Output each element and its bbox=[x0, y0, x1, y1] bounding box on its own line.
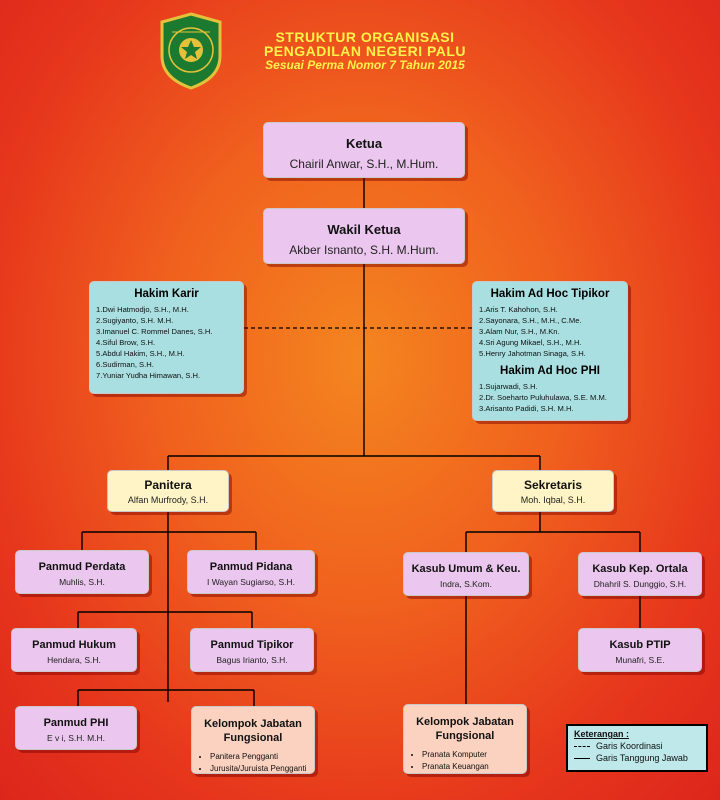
list-item: 2.Dr. Soeharto Puluhulawa, S.E. M.M. bbox=[479, 393, 607, 402]
title-block: STRUKTUR ORGANISASI PENGADILAN NEGERI PA… bbox=[235, 30, 495, 72]
list-item: 7.Yuniar Yudha Himawan, S.H. bbox=[96, 371, 201, 380]
title-line-1: STRUKTUR ORGANISASI bbox=[275, 29, 455, 45]
list-item: 5.Henry Jahotman Sinaga, S.H. bbox=[479, 349, 586, 358]
panmud-hukum-box: Panmud Hukum Hendara, S.H. bbox=[11, 628, 137, 672]
list-item: 3.Alam Nur, S.H., M.Kn. bbox=[479, 327, 560, 336]
hakim-tipikor-title: Hakim Ad Hoc Tipikor bbox=[490, 288, 610, 300]
fungsional-right-title: Kelompok Jabatan Fungsional bbox=[416, 716, 514, 742]
list-item: 3.Imanuel C. Rommel Danes, S.H. bbox=[96, 327, 213, 336]
hakim-adhoc-box: Hakim Ad Hoc Tipikor 1.Aris T. Kahohon, … bbox=[472, 281, 628, 421]
panmud-tipikor-name: Bagus Irianto, S.H. bbox=[216, 655, 288, 665]
legend-title: Keterangan : bbox=[574, 729, 630, 739]
wakil-ketua-title: Wakil Ketua bbox=[327, 222, 401, 237]
kasub-ptip-box: Kasub PTIP Munafri, S.E. bbox=[578, 628, 702, 672]
list-item: 4.Siful Brow, S.H. bbox=[96, 338, 156, 347]
list-item: 1.Sujarwadi, S.H. bbox=[479, 382, 538, 391]
panmud-pidana-name: I Wayan Sugiarso, S.H. bbox=[206, 577, 296, 587]
kasub-ptip-name: Munafri, S.E. bbox=[615, 655, 665, 665]
fungsional-right-box: Kelompok Jabatan Fungsional Pranata Komp… bbox=[403, 704, 527, 774]
list-item: 1.Dwi Hatmodjo, S.H., M.H. bbox=[96, 305, 189, 314]
panmud-phi-title: Panmud PHI bbox=[43, 717, 109, 729]
hakim-karir-box: Hakim Karir 1.Dwi Hatmodjo, S.H., M.H. 2… bbox=[89, 281, 244, 394]
panmud-phi-name: E v i, S.H. M.H. bbox=[46, 733, 106, 743]
panitera-name: Alfan Murfrody, S.H. bbox=[127, 495, 209, 505]
panitera-title: Panitera bbox=[144, 478, 192, 492]
list-item: 6.Sudirman, S.H. bbox=[96, 360, 154, 369]
fungsional-left-box: Kelompok Jabatan Fungsional Panitera Pen… bbox=[191, 706, 315, 774]
kasub-kep-box: Kasub Kep. Ortala Dhahril S. Dunggio, S.… bbox=[578, 552, 702, 596]
legend: Keterangan : Garis Koordinasi Garis Tang… bbox=[566, 724, 708, 772]
kasub-kep-name: Dhahril S. Dunggio, S.H. bbox=[593, 579, 687, 589]
list-item: Jurusita/Juruista Pengganti bbox=[210, 763, 314, 775]
ketua-title: Ketua bbox=[345, 136, 383, 151]
panmud-perdata-title: Panmud Perdata bbox=[38, 561, 126, 573]
kasub-kep-title: Kasub Kep. Ortala bbox=[592, 563, 688, 575]
legend-tanggung-jawab-label: Garis Tanggung Jawab bbox=[596, 753, 688, 763]
kasub-ptip-title: Kasub PTIP bbox=[609, 639, 671, 651]
ketua-name: Chairil Anwar, S.H., M.Hum. bbox=[289, 157, 439, 171]
solid-line-icon bbox=[574, 757, 590, 759]
wakil-ketua-box: Wakil Ketua Akber Isnanto, S.H. M.Hum. bbox=[263, 208, 465, 264]
list-item: 1.Aris T. Kahohon, S.H. bbox=[479, 305, 558, 314]
panmud-hukum-title: Panmud Hukum bbox=[32, 639, 116, 651]
title-line-2: PENGADILAN NEGERI PALU bbox=[263, 43, 467, 59]
panmud-tipikor-title: Panmud Tipikor bbox=[210, 639, 294, 651]
dashed-line-icon bbox=[574, 745, 590, 747]
wakil-ketua-name: Akber Isnanto, S.H. M.Hum. bbox=[289, 243, 439, 257]
legend-row-tanggung-jawab: Garis Tanggung Jawab bbox=[574, 753, 700, 763]
hakim-phi-title: Hakim Ad Hoc PHI bbox=[500, 365, 600, 377]
panitera-box: Panitera Alfan Murfrody, S.H. bbox=[107, 470, 229, 512]
list-item: 2.Sayonara, S.H., M.H., C.Me. bbox=[479, 316, 582, 325]
kasub-umum-name: Indra, S.Kom. bbox=[440, 579, 492, 589]
list-item: Pranata Komputer bbox=[422, 749, 526, 761]
title-line-3: Sesuai Perma Nomor 7 Tahun 2015 bbox=[265, 58, 465, 72]
list-item: Pranata Keuangan bbox=[422, 761, 526, 773]
list-item: 4.Sri Agung Mikael, S.H., M.H. bbox=[479, 338, 582, 347]
fungsional-right-list: Pranata Komputer Pranata Keuangan bbox=[404, 749, 526, 773]
sekretaris-title: Sekretaris bbox=[523, 478, 583, 492]
kasub-umum-title: Kasub Umum & Keu. bbox=[411, 563, 521, 575]
court-logo bbox=[160, 12, 222, 90]
panmud-phi-box: Panmud PHI E v i, S.H. M.H. bbox=[15, 706, 137, 750]
list-item: 2.Sugiyanto, S.H. M.H. bbox=[96, 316, 174, 325]
panmud-tipikor-box: Panmud Tipikor Bagus Irianto, S.H. bbox=[190, 628, 314, 672]
list-item: 5.Abdul Hakim, S.H., M.H. bbox=[96, 349, 185, 358]
legend-koordinasi-label: Garis Koordinasi bbox=[596, 741, 663, 751]
sekretaris-box: Sekretaris Moh. Iqbal, S.H. bbox=[492, 470, 614, 512]
legend-row-koordinasi: Garis Koordinasi bbox=[574, 741, 700, 751]
sekretaris-name: Moh. Iqbal, S.H. bbox=[520, 495, 586, 505]
panmud-perdata-box: Panmud Perdata Muhlis, S.H. bbox=[15, 550, 149, 594]
fungsional-left-list: Panitera Pengganti Jurusita/Juruista Pen… bbox=[192, 751, 314, 775]
fungsional-left-title: Kelompok Jabatan Fungsional bbox=[204, 718, 302, 744]
panmud-hukum-name: Hendara, S.H. bbox=[47, 655, 101, 665]
hakim-karir-title: Hakim Karir bbox=[134, 288, 199, 300]
panmud-perdata-name: Muhlis, S.H. bbox=[59, 577, 105, 587]
panmud-pidana-title: Panmud Pidana bbox=[209, 561, 293, 573]
list-item: Panitera Pengganti bbox=[210, 751, 314, 763]
list-item: 3.Arisanto Padidi, S.H. M.H. bbox=[479, 404, 574, 413]
panmud-pidana-box: Panmud Pidana I Wayan Sugiarso, S.H. bbox=[187, 550, 315, 594]
ketua-box: Ketua Chairil Anwar, S.H., M.Hum. bbox=[263, 122, 465, 178]
kasub-umum-box: Kasub Umum & Keu. Indra, S.Kom. bbox=[403, 552, 529, 596]
